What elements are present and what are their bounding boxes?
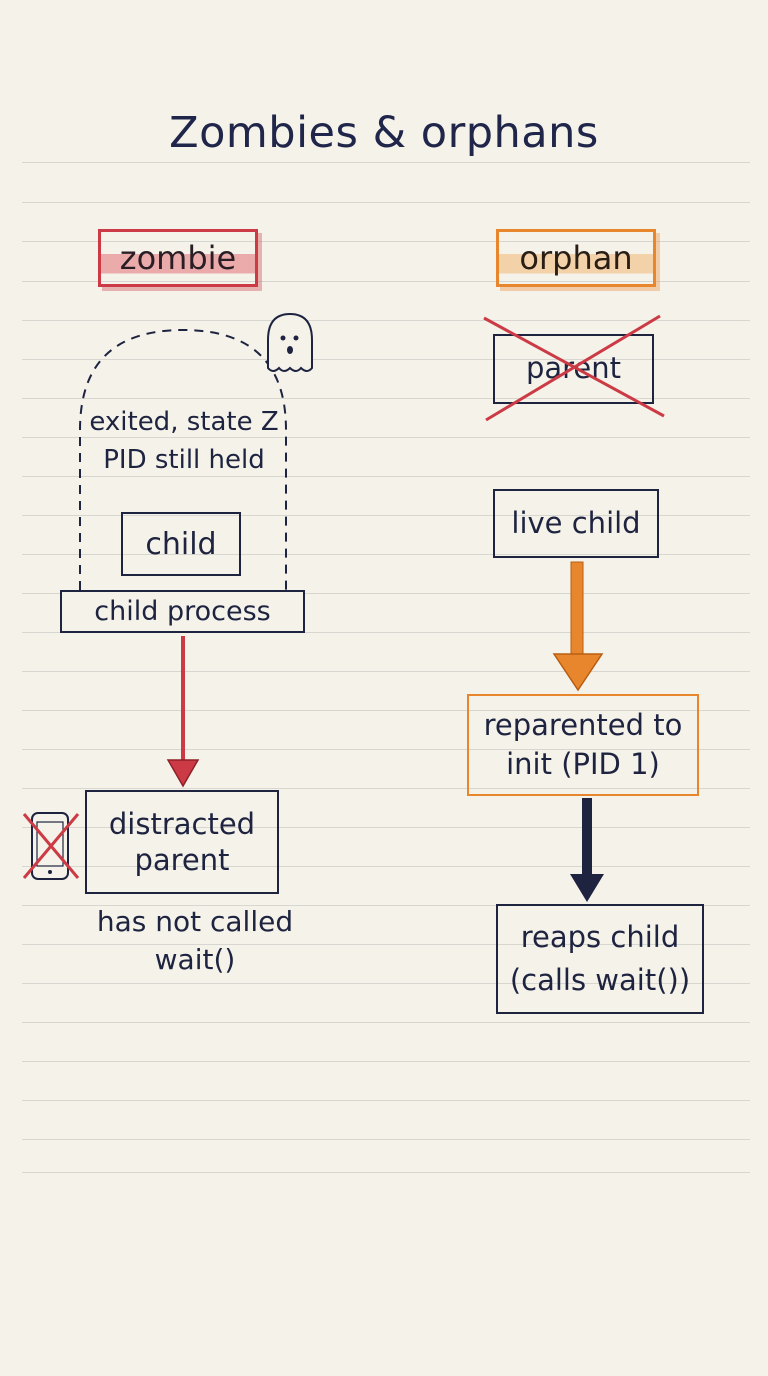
zombie-state-text: exited, state Z PID still held: [89, 407, 279, 475]
ruled-line: [22, 749, 750, 750]
ruled-line: [22, 827, 750, 828]
orphan-label: orphan: [496, 229, 656, 287]
zombie-label: zombie: [98, 229, 258, 287]
ghost-icon: [267, 312, 313, 372]
phone-crossed-icon: [22, 812, 80, 880]
ruled-line: [22, 241, 750, 242]
ruled-line: [22, 554, 750, 555]
ruled-line: [22, 281, 750, 282]
child-process-box: child process: [60, 590, 305, 633]
zombie-arrow: [166, 636, 200, 788]
orphan-arrow-orange: [552, 561, 604, 692]
orphan-parent-box: parent: [493, 334, 654, 404]
ruled-line: [22, 1022, 750, 1023]
ruled-line: [22, 710, 750, 711]
ruled-line: [22, 983, 750, 984]
distracted-parent-box: distracted parent: [85, 790, 279, 894]
reparented-box: reparented to init (PID 1): [467, 694, 699, 796]
live-child-box: live child: [493, 489, 659, 558]
ruled-line: [22, 1139, 750, 1140]
ruled-line: [22, 359, 750, 360]
ruled-line: [22, 476, 750, 477]
ruled-line: [22, 1172, 750, 1173]
ruled-line: [22, 905, 750, 906]
ruled-line: [22, 866, 750, 867]
reaps-child-box: reaps child (calls wait()): [496, 904, 704, 1014]
ruled-line: [22, 788, 750, 789]
ruled-line: [22, 398, 750, 399]
ruled-line: [22, 320, 750, 321]
ruled-line: [22, 1061, 750, 1062]
orphan-arrow-navy: [570, 798, 604, 902]
page-title: Zombies & orphans: [169, 108, 599, 158]
parent-note-text: has not called wait(): [96, 905, 294, 976]
ruled-line: [22, 162, 750, 163]
tombstone-outline: [79, 328, 287, 590]
ruled-line: [22, 671, 750, 672]
ruled-line: [22, 437, 750, 438]
zombie-child-box: child: [121, 512, 241, 576]
ruled-line: [22, 515, 750, 516]
ruled-line: [22, 593, 750, 594]
ruled-line: [22, 944, 750, 945]
ruled-line: [22, 632, 750, 633]
ruled-line: [22, 202, 750, 203]
ruled-line: [22, 1100, 750, 1101]
